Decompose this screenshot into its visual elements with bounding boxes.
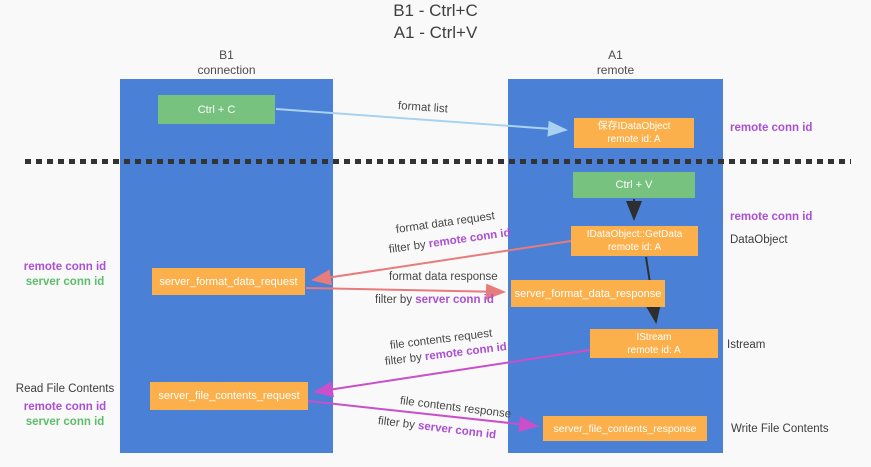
read-file-contents-label: Read File Contents	[15, 383, 115, 395]
istream-box: IStream remote id: A	[590, 329, 718, 358]
lane-b1-name: B1	[219, 48, 234, 62]
server-format-data-response-label: server_format_data_response	[514, 287, 662, 300]
server-file-contents-request-label: server_file_contents_request	[158, 390, 300, 402]
lane-header-b1: B1 connection	[120, 48, 333, 78]
dataobject-label: DataObject	[730, 234, 788, 246]
server-format-data-response-box: server_format_data_response	[511, 280, 665, 307]
istream-side-label: Istream	[727, 339, 766, 351]
left-bottom-server-conn-id: server conn id	[25, 416, 105, 428]
istream-line2: remote id: A	[627, 344, 681, 356]
file-response-filter-label: filter by server conn id	[377, 415, 496, 441]
server-file-contents-response-box: server_file_contents_response	[543, 416, 707, 441]
lane-b1-subtitle: connection	[197, 63, 256, 77]
format-data-response-label: format data response	[389, 271, 498, 283]
arrow-format-data-response	[305, 283, 506, 300]
getdata-line2: remote id: A	[607, 242, 662, 253]
ctrl-c-box: Ctrl + C	[158, 95, 275, 124]
left-remote-conn-id: remote conn id	[23, 261, 107, 273]
left-conn-id-block: remote conn id server conn id	[10, 260, 120, 290]
save-idataobject-line1: 保存IDataObject	[597, 121, 671, 132]
filter-by-value: server conn id	[415, 294, 494, 306]
server-format-data-request-box: server_format_data_request	[152, 268, 305, 295]
title-line-2: A1 - Ctrl+V	[393, 23, 478, 42]
filter-by-prefix: filter by	[377, 415, 419, 432]
diagram-title: B1 - Ctrl+C A1 - Ctrl+V	[0, 0, 871, 44]
save-idataobject-box: 保存IDataObject remote id: A	[574, 118, 694, 148]
istream-line1: IStream	[636, 331, 672, 343]
ctrl-v-label: Ctrl + V	[615, 179, 653, 191]
getdata-line1: IDataObject::GetData	[586, 229, 683, 240]
format-list-label: format list	[397, 100, 449, 116]
title-line-1: B1 - Ctrl+C	[393, 1, 478, 20]
filter-by-prefix: filter by	[388, 238, 430, 256]
left-bottom-remote-conn-id: remote conn id	[23, 401, 107, 413]
file-contents-response-label: file contents response	[399, 395, 512, 421]
server-format-data-request-label: server_format_data_request	[159, 275, 298, 288]
server-file-contents-response-label: server_file_contents_response	[553, 422, 697, 435]
save-idataobject-line2: remote id: A	[607, 134, 661, 145]
left-server-conn-id: server conn id	[25, 276, 105, 288]
remote-conn-id-label-top: remote conn id	[730, 122, 813, 134]
filter-by-prefix: filter by	[384, 351, 426, 368]
lane-header-a1: A1 remote	[508, 48, 723, 78]
lane-a1-name: A1	[608, 48, 623, 62]
filter-by-prefix: filter by	[375, 294, 416, 306]
idataobject-getdata-box: IDataObject::GetData remote id: A	[571, 226, 698, 256]
ctrl-v-box: Ctrl + V	[573, 172, 695, 198]
write-file-contents-label: Write File Contents	[731, 423, 829, 435]
server-file-contents-request-box: server_file_contents_request	[150, 382, 308, 410]
ctrl-c-label: Ctrl + C	[197, 103, 236, 116]
lane-a1-subtitle: remote	[596, 63, 635, 77]
read-file-contents-block: Read File Contents remote conn id server…	[10, 382, 120, 430]
dashed-separator-line	[25, 159, 851, 164]
filter-by-value: remote conn id	[428, 226, 512, 251]
remote-conn-id-label-mid: remote conn id	[730, 211, 813, 223]
filter-by-value: server conn id	[417, 419, 497, 442]
format-response-filter-label: filter by server conn id	[375, 294, 494, 306]
